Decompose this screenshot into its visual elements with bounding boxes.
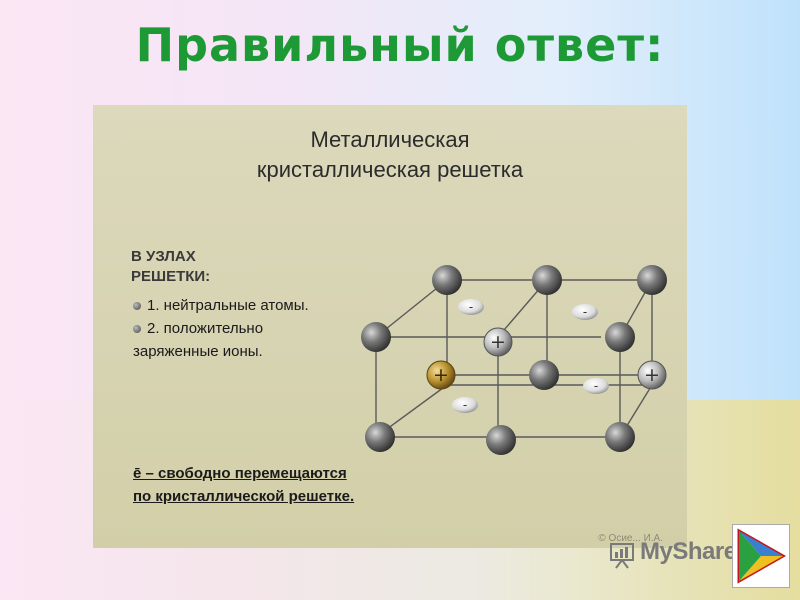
atom (529, 360, 559, 390)
copyright-text: © Осие... И.А. (598, 533, 663, 544)
crystal-lattice-diagram: + + + - - - - (361, 265, 667, 455)
minus-icon: - (463, 398, 467, 412)
electron-note-line1: ē – свободно перемещаются (133, 465, 347, 482)
highlighted-positive-ion (426, 360, 456, 390)
atom (532, 265, 562, 295)
positive-ion (483, 327, 513, 357)
corner-logo[interactable] (732, 524, 790, 588)
bullet-text: заряженные ионы. (133, 343, 263, 360)
neutral-atoms (361, 265, 667, 455)
electron (452, 397, 478, 413)
slide-panel: Металлическая кристаллическая решетка В … (93, 105, 687, 548)
plus-icon: + (490, 331, 506, 353)
electron (572, 304, 598, 320)
minus-icon: - (583, 305, 587, 319)
nodes-heading: В УЗЛАХ РЕШЕТКИ: (131, 247, 210, 287)
slide-title: Металлическая кристаллическая решетка (93, 125, 687, 185)
minus-icon: - (594, 379, 598, 393)
plus-icon: + (644, 364, 660, 386)
list-item-continuation: заряженные ионы. (133, 340, 309, 363)
list-item: 2. положительно (133, 317, 309, 340)
list-item: 1. нейтральные атомы. (133, 294, 309, 317)
electron (458, 299, 484, 315)
positive-ion (637, 360, 667, 390)
electrons: - - - - (452, 299, 609, 413)
page-title: Правильный ответ: (135, 18, 665, 72)
presentation-icon (610, 543, 634, 569)
plus-icon: + (433, 364, 449, 386)
lattice-edges (375, 279, 653, 438)
atom (605, 422, 635, 452)
bullet-text: 2. положительно (147, 320, 264, 337)
bullet-text: 1. нейтральные атомы. (147, 297, 309, 314)
minus-icon: - (469, 300, 473, 314)
atom (605, 322, 635, 352)
bullet-icon (133, 302, 141, 310)
positive-ions: + + + (426, 327, 667, 390)
bullet-list: 1. нейтральные атомы. 2. положительно за… (133, 294, 309, 363)
triangle-logo-icon (737, 528, 787, 584)
electron-note: ē – свободно перемещаются по кристалличе… (133, 462, 354, 508)
nodes-heading-line1: В УЗЛАХ (131, 248, 196, 265)
electron-note-line2: по кристаллической решетке. (133, 488, 355, 505)
atom (365, 422, 395, 452)
bullet-icon (133, 325, 141, 333)
atom (361, 322, 391, 352)
atom (637, 265, 667, 295)
atom (432, 265, 462, 295)
atom (486, 425, 516, 455)
slide-title-line1: Металлическая (310, 127, 470, 152)
nodes-heading-line2: РЕШЕТКИ: (131, 268, 211, 285)
electron (583, 378, 609, 394)
slide-title-line2: кристаллическая решетка (256, 157, 524, 182)
